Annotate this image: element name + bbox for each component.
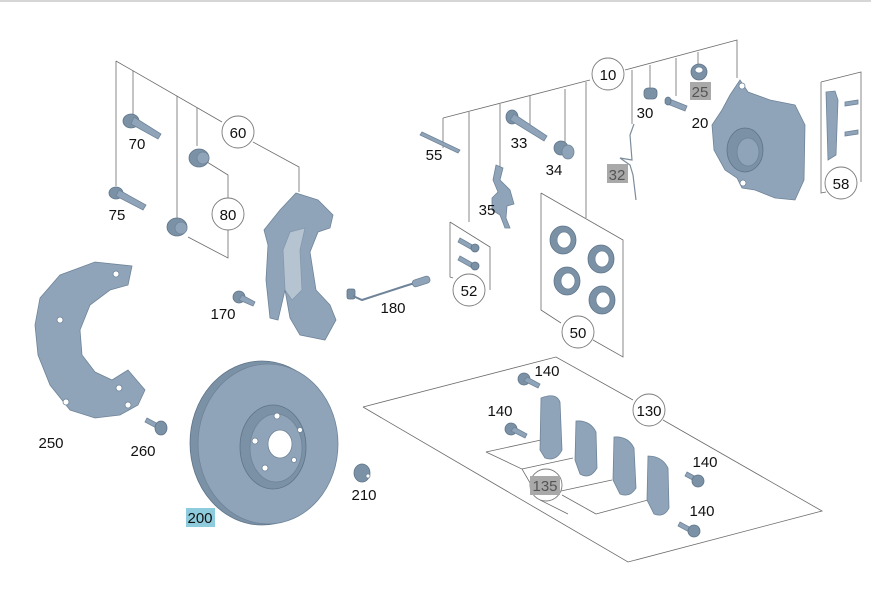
svg-text:52: 52	[461, 283, 478, 300]
top-border	[0, 0, 871, 2]
label-55[interactable]: 55	[426, 147, 443, 164]
svg-text:60: 60	[230, 125, 247, 142]
cap-34	[553, 140, 575, 160]
brake-caliper	[711, 79, 806, 201]
label-70[interactable]: 70	[129, 136, 146, 153]
callout-58[interactable]: 58	[824, 166, 858, 200]
label-250[interactable]: 250	[38, 435, 63, 452]
kit-52-box	[449, 221, 491, 290]
kit-50-box	[540, 192, 624, 358]
callout-52[interactable]: 52	[452, 273, 486, 307]
label-180[interactable]: 180	[380, 300, 405, 317]
label-35[interactable]: 35	[479, 202, 496, 219]
guide-bolt-33	[505, 109, 548, 142]
label-30[interactable]: 30	[637, 105, 654, 122]
kit-52-bolts	[457, 237, 480, 271]
label-34[interactable]: 34	[546, 162, 563, 179]
spring-clip-32	[619, 123, 637, 201]
bolt-75	[108, 186, 147, 211]
callout-130[interactable]: 130	[632, 393, 666, 427]
bolt-170	[232, 290, 256, 307]
bushing-upper	[188, 148, 210, 168]
caliper-bracket	[263, 192, 337, 341]
bleeder-20	[664, 96, 688, 112]
clip-58	[825, 90, 859, 161]
highlight-25	[690, 82, 711, 100]
highlight-200	[186, 508, 215, 527]
bolt-70	[122, 113, 162, 140]
kit-58-box	[820, 71, 862, 194]
bleeder-30	[643, 87, 658, 100]
highlight-32	[607, 164, 628, 183]
label-210[interactable]: 210	[351, 487, 376, 504]
label-140-b[interactable]: 140	[487, 403, 512, 420]
pin-55	[419, 131, 461, 154]
pad-bolts-140	[504, 372, 705, 538]
svg-text:50: 50	[570, 325, 587, 342]
label-140-c[interactable]: 140	[692, 454, 717, 471]
label-20[interactable]: 20	[692, 115, 709, 132]
svg-text:10: 10	[600, 67, 617, 84]
spring-35	[491, 164, 515, 229]
label-32[interactable]: 32	[609, 167, 626, 184]
screw-210	[353, 463, 371, 483]
bushing-lower	[166, 217, 188, 237]
callout-80[interactable]: 80	[211, 197, 245, 231]
svg-text:80: 80	[220, 207, 237, 224]
label-140-a[interactable]: 140	[534, 363, 559, 380]
label-170[interactable]: 170	[210, 306, 235, 323]
label-33[interactable]: 33	[511, 135, 528, 152]
label-200[interactable]: 200	[187, 510, 212, 527]
label-75[interactable]: 75	[109, 207, 126, 224]
callout-135[interactable]: 135	[529, 468, 563, 502]
label-25[interactable]: 25	[692, 84, 709, 101]
bolt-260	[144, 417, 168, 436]
seal-rings-50	[549, 225, 616, 315]
group-60-leaders	[115, 60, 300, 259]
svg-text:135: 135	[532, 478, 557, 495]
brake-pads-135	[539, 395, 670, 516]
callout-10[interactable]: 10	[591, 57, 625, 91]
wear-sensor-180	[346, 275, 431, 302]
svg-text:58: 58	[833, 176, 850, 193]
label-260[interactable]: 260	[130, 443, 155, 460]
brake-disc-200	[189, 360, 339, 526]
dust-shield-250	[34, 261, 146, 419]
svg-text:130: 130	[636, 403, 661, 420]
label-140-d[interactable]: 140	[689, 503, 714, 520]
callout-60[interactable]: 60	[221, 115, 255, 149]
callout-50[interactable]: 50	[561, 315, 595, 349]
cap-25	[690, 63, 708, 81]
